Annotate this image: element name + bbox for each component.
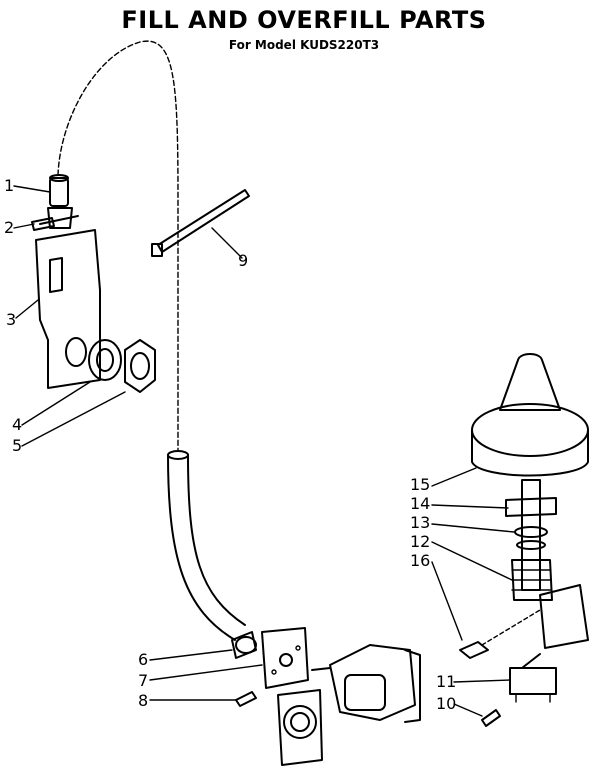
callout-12: 12 [410,532,431,551]
leader-lines [13,185,515,717]
nut-part-14 [505,497,557,517]
micro-switch-part-11 [509,653,557,703]
callout-14: 14 [410,494,431,513]
callout-6: 6 [138,650,149,669]
callout-15: 15 [410,475,431,494]
callout-4: 4 [12,415,23,434]
callout-13: 13 [410,513,431,532]
tie-strap-part-9 [151,189,250,257]
washer-part-12 [516,540,546,550]
callout-11: 11 [436,672,457,691]
callout-2: 2 [4,218,15,237]
callout-1: 1 [4,176,15,195]
callout-8: 8 [138,691,149,710]
callout-16: 16 [410,551,431,570]
callout-10: 10 [436,694,457,713]
clamp-part-2 [31,215,79,231]
fill-hose [57,40,179,451]
screw-part-10 [481,709,501,727]
lower-hose [167,454,236,641]
valve-plate-part-7 [261,627,309,689]
water-valve-body [277,644,421,766]
inlet-bracket-part-3 [35,229,101,389]
nut-part-5 [124,339,156,393]
diagram-subtitle: For Model KUDS220T3 [228,38,380,52]
switch-lever-part-16 [459,584,589,659]
float-stem-assembly [505,479,557,601]
float-cap-part-15 [471,353,589,477]
washer-part-13 [514,526,548,538]
screw-part-8 [235,691,257,707]
gasket-part-4 [65,337,122,381]
callout-9: 9 [238,251,249,270]
callout-7: 7 [138,671,149,690]
diagram-title: FILL AND OVERFILL PARTS [121,6,487,34]
callout-5: 5 [12,436,23,455]
hose-clamp-part-6 [231,631,257,659]
callout-3: 3 [6,310,17,329]
